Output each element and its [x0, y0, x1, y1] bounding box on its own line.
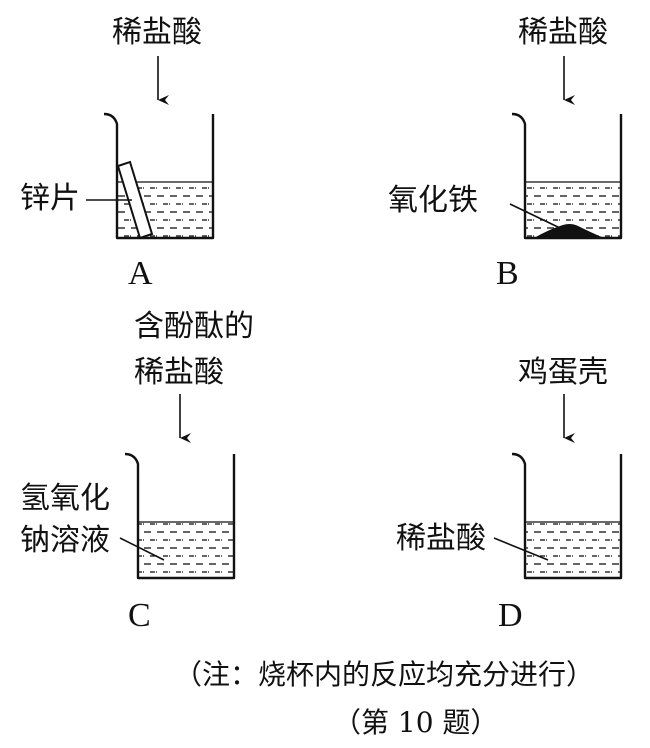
panel-c-letter: C [128, 597, 151, 634]
panel-b-iron-oxide-pile [534, 224, 604, 238]
panel-c-callout-line [119, 537, 165, 561]
panel-d-letter: D [498, 597, 523, 634]
panel-a-letter: A [128, 255, 153, 292]
panel-d-callout-label: 稀盐酸 [396, 521, 486, 556]
panel-c-liquid [138, 522, 234, 578]
panel-c-callout-label-line1: 氢氧化 [20, 481, 110, 516]
panel-a-zinc-strip [116, 160, 154, 240]
footer-note: （注：烧杯内的反应均充分进行） [174, 658, 594, 691]
panel-b-callout-label: 氧化铁 [388, 183, 478, 218]
panel-a-beaker [103, 112, 215, 240]
panel-c-beaker [124, 452, 236, 580]
panel-a: 稀盐酸 锌片 A [20, 15, 215, 292]
panel-d-callout-line [493, 537, 549, 561]
panel-c-callout-label-line2: 钠溶液 [20, 523, 110, 558]
panel-a-reagent-label: 稀盐酸 [112, 15, 202, 50]
panel-d-reagent-label: 鸡蛋壳 [518, 355, 608, 390]
panel-b-beaker [511, 112, 623, 240]
panel-d-liquid [525, 522, 621, 578]
panel-b-letter: B [496, 255, 519, 292]
panel-b-reagent-label: 稀盐酸 [518, 15, 608, 50]
panel-c-reagent-label-line2: 稀盐酸 [134, 355, 224, 390]
panel-c: 含酚酞的 稀盐酸 氢氧化 钠溶液 C [20, 309, 254, 634]
panel-d: 鸡蛋壳 稀盐酸 D [396, 355, 623, 634]
panel-b-callout-line [509, 203, 561, 229]
question-number: （第 10 题） [333, 706, 498, 739]
panel-b: 稀盐酸 氧化铁 B [388, 15, 623, 292]
panel-d-beaker [511, 452, 623, 580]
panel-a-callout-label: 锌片 [20, 181, 80, 216]
panel-c-reagent-label-line1: 含酚酞的 [134, 309, 254, 344]
